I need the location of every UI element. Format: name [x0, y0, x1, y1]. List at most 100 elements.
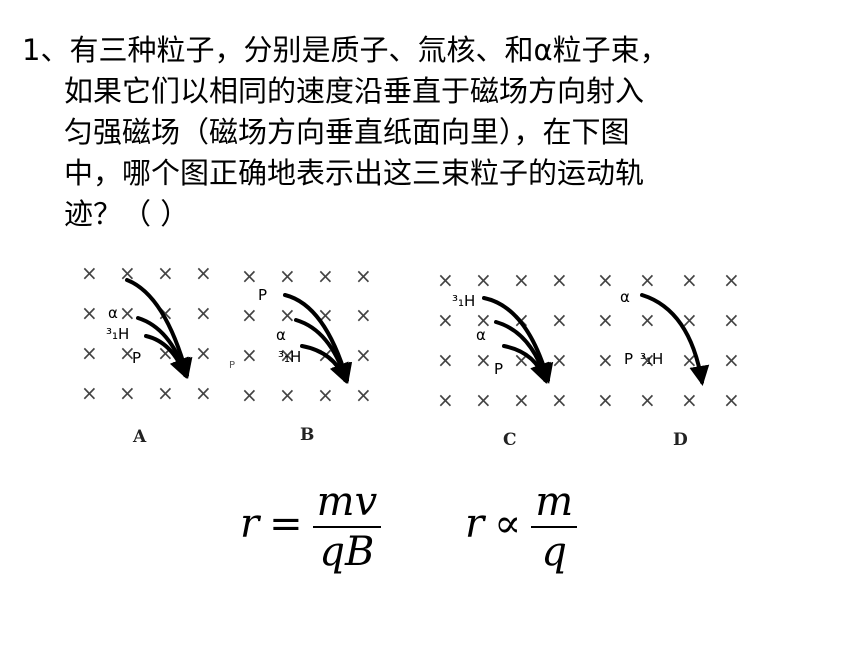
- formula-radius-denominator: qB: [319, 529, 375, 575]
- field-cross: ×: [681, 308, 698, 332]
- field-cross: ×: [551, 348, 568, 372]
- panel-a-trajectories: [125, 278, 193, 379]
- panel-d-trajectories: [640, 293, 710, 386]
- field-cross: ×: [195, 301, 212, 325]
- question-line-4: 中，哪个图正确地表示出这三束粒子的运动轨: [64, 156, 645, 190]
- field-cross: ×: [723, 268, 740, 292]
- field-cross: ×: [723, 388, 740, 412]
- field-cross: ×: [475, 348, 492, 372]
- panel-c-proton-track: [502, 344, 550, 384]
- field-cross: ×: [513, 268, 530, 292]
- field-cross: ×: [317, 383, 334, 407]
- field-cross: ×: [279, 343, 296, 367]
- field-cross: ×: [437, 348, 454, 372]
- panel-label-a: A: [132, 427, 147, 447]
- field-cross: ×: [355, 343, 372, 367]
- panel-b-label-tritium: ³₁H: [278, 348, 301, 366]
- question-line-5: 迹？（ ）: [64, 197, 190, 231]
- field-cross: ×: [279, 303, 296, 327]
- field-cross: ×: [81, 301, 98, 325]
- field-cross: ×: [355, 383, 372, 407]
- field-cross: ×: [475, 388, 492, 412]
- field-cross: ×: [279, 264, 296, 288]
- field-cross: ×: [639, 308, 656, 332]
- magnetic-field-crosses: × × × × × × × × × × × × × × × × × × × × × × × × × × × × × × × × × × × × × × × ×…: [81, 261, 740, 412]
- panel-b-label-alpha: α: [276, 326, 286, 344]
- field-cross: ×: [475, 268, 492, 292]
- field-cross: ×: [355, 264, 372, 288]
- panel-b-trajectories: [283, 293, 353, 384]
- field-cross: ×: [597, 348, 614, 372]
- panel-d-label-alpha: α: [620, 288, 630, 306]
- field-cross: ×: [437, 268, 454, 292]
- field-cross: ×: [241, 343, 258, 367]
- panel-b-label-proton: P: [258, 286, 267, 304]
- field-cross: ×: [551, 308, 568, 332]
- field-cross: ×: [723, 348, 740, 372]
- field-cross: ×: [551, 388, 568, 412]
- question-text: 1、有三种粒子，分别是质子、氚核、和α粒子束， 如果它们以相同的速度沿垂直于磁场…: [22, 30, 822, 235]
- panel-a-label-tritium: ³₁H: [106, 325, 129, 343]
- field-cross: ×: [195, 341, 212, 365]
- field-cross: ×: [119, 261, 136, 285]
- field-cross: ×: [681, 388, 698, 412]
- panel-c-label-proton: P: [494, 360, 503, 378]
- panel-c-label-tritium: ³₁H: [452, 292, 475, 310]
- field-cross: ×: [355, 303, 372, 327]
- field-cross: ×: [597, 308, 614, 332]
- formula-radius-numerator: mv: [312, 478, 382, 528]
- field-cross: ×: [81, 381, 98, 405]
- question-line-2: 如果它们以相同的速度沿垂直于磁场方向射入: [64, 74, 645, 108]
- field-cross: ×: [475, 308, 492, 332]
- field-cross: ×: [195, 261, 212, 285]
- field-cross: ×: [639, 388, 656, 412]
- panel-d-alpha-track: [640, 293, 710, 386]
- field-cross: ×: [241, 303, 258, 327]
- field-cross: ×: [157, 301, 174, 325]
- field-cross: ×: [681, 268, 698, 292]
- panel-b-tritium-track: [300, 344, 349, 384]
- field-cross: ×: [317, 264, 334, 288]
- field-cross: ×: [597, 268, 614, 292]
- panel-a-label-proton: P: [132, 349, 141, 367]
- stray-mark: P: [229, 360, 235, 371]
- field-cross: ×: [639, 268, 656, 292]
- formula-radius-equals: =: [269, 501, 303, 547]
- field-cross: ×: [437, 388, 454, 412]
- field-cross: ×: [279, 383, 296, 407]
- panel-label-b: B: [300, 425, 314, 445]
- panel-label-d: D: [673, 430, 688, 450]
- field-cross: ×: [639, 348, 656, 372]
- formula-proportional-lhs: r: [465, 501, 485, 547]
- panel-c-label-alpha: α: [476, 326, 486, 344]
- field-cross: ×: [317, 303, 334, 327]
- field-cross: ×: [723, 308, 740, 332]
- field-cross: ×: [597, 388, 614, 412]
- field-cross: ×: [241, 383, 258, 407]
- field-cross: ×: [81, 341, 98, 365]
- question-line-3: 匀强磁场（磁场方向垂直纸面向里），在下图: [64, 115, 630, 149]
- formula-proportional-symbol: ∝: [494, 501, 522, 547]
- field-cross: ×: [157, 381, 174, 405]
- panel-d-label-proton: P: [624, 350, 633, 368]
- field-cross: ×: [551, 268, 568, 292]
- field-cross: ×: [157, 261, 174, 285]
- formula-radius-lhs: r: [240, 501, 260, 547]
- question-line-1: 1、有三种粒子，分别是质子、氚核、和α粒子束，: [22, 33, 669, 67]
- field-cross: ×: [81, 261, 98, 285]
- panel-c-trajectories: [482, 296, 554, 384]
- field-cross: ×: [513, 388, 530, 412]
- field-cross: ×: [119, 341, 136, 365]
- panel-d-label-tritium: ³₁H: [640, 350, 663, 368]
- field-cross: ×: [241, 264, 258, 288]
- field-cross: ×: [195, 381, 212, 405]
- field-cross: ×: [437, 308, 454, 332]
- field-cross: ×: [119, 301, 136, 325]
- field-cross: ×: [119, 381, 136, 405]
- formula-proportional-numerator: m: [531, 478, 578, 528]
